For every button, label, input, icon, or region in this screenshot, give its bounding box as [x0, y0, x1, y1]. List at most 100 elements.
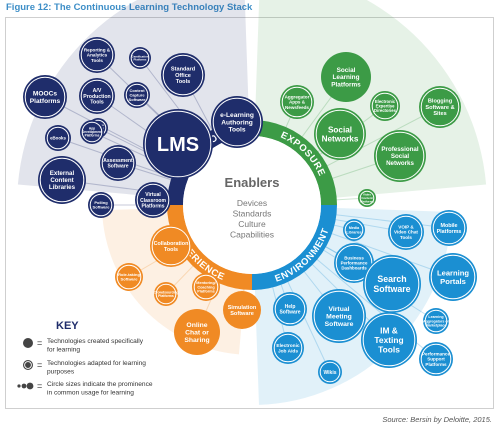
- exposure-node-video-content-platforms-ring: [359, 190, 375, 206]
- lms-node: LMS: [143, 109, 213, 179]
- environment-node-electronic-job-aids-label: Job Aids: [278, 348, 298, 354]
- environment-node-learning-portals-circle: [429, 253, 477, 301]
- environment-node-im-texting-tools-label: Texting: [374, 335, 403, 345]
- education-node-app-development-platforms-circle: [80, 120, 104, 144]
- education-node-gamification-platforms-ring: [130, 48, 150, 68]
- education-node-reporting-analytics-tools-ring: [80, 38, 114, 72]
- education-node-content-capture-software-label: Content: [129, 88, 145, 93]
- environment-node-electronic-job-aids-label: Electronic: [276, 343, 300, 349]
- experience-node-online-chat-or-sharing-label: Online: [186, 322, 207, 329]
- key-legend: KEY=Technologies created specificallyfor…: [17, 320, 153, 397]
- exposure-node-video-content-platforms-label: Platforms: [360, 199, 374, 203]
- key-description: in common usage for learning: [47, 390, 134, 397]
- environment-node-wikis-ring: [319, 361, 341, 383]
- environment-node-im-texting-tools-circle: [361, 312, 417, 368]
- key-description: for learning: [47, 347, 80, 354]
- experience-node-mentoring-coaching-platforms-circle: [192, 273, 220, 301]
- environment-node-help-software-label: Software: [279, 310, 300, 316]
- source-note: Source: Bersin by Deloitte, 2015.: [382, 415, 492, 424]
- education-node-app-development-platforms-label: Platforms: [85, 134, 100, 138]
- environment-node-learning-aggregators-or-marketplace-ring: [424, 309, 448, 333]
- experience-node-collaboration-tools-label: Tools: [164, 247, 178, 253]
- environment-node-virtual-meeting-software-ring: [313, 290, 365, 342]
- exposure-node-social-networks-label: Networks: [322, 134, 359, 143]
- exposure-node-social-learning-platforms-label: Platforms: [331, 81, 361, 88]
- exposure-node-blogging-software-sites-label: Software &: [425, 105, 454, 111]
- key-equals: =: [37, 360, 42, 370]
- education-node-content-capture-software-circle: [124, 82, 150, 108]
- education-node-assessment-software-label: Assessment: [103, 158, 133, 164]
- exposure-node-electronic-expertise-directories-circle: [370, 91, 400, 121]
- education-node-polling-software-label: Software: [93, 205, 111, 210]
- education-node-e-learning-authoring-tools-ring: [212, 97, 262, 147]
- ringed-circle-icon: [23, 360, 33, 370]
- education-node-external-content-libraries-label: Content: [50, 177, 73, 184]
- exposure-node-electronic-expertise-directories-ring: [371, 92, 399, 120]
- education-node-polling-software-label: Polling: [94, 200, 108, 205]
- education-node-a-v-production-tools-label: A/V: [93, 88, 102, 94]
- exposure-node-professional-social-networks-label: Professional: [381, 146, 418, 153]
- environment-node-virtual-meeting-software-label: Virtual: [328, 306, 349, 313]
- education-node-e-learning-authoring-tools-label: Authoring: [221, 119, 253, 126]
- education-node-standard-office-tools-label: Tools: [176, 79, 191, 85]
- exposure-node-professional-social-networks-label: Social: [391, 153, 410, 160]
- key-equals: =: [37, 381, 42, 391]
- environment-node-im-texting-tools-ring: [362, 313, 416, 367]
- environment-node-performance-support-platforms-label: Support: [427, 357, 445, 362]
- figure-frame: [5, 17, 494, 409]
- education-node-e-learning-authoring-tools-label: Tools: [228, 127, 245, 134]
- experience-node-mentoring-coaching-platforms-label: Mentoring/: [196, 281, 216, 285]
- environment-node-search-software-label: Search: [377, 274, 406, 284]
- experience-node-crowdsourcing-platforms-label: Platforms: [158, 294, 174, 298]
- environment-node-media-libraries-label: Media: [349, 226, 360, 230]
- key-description: Circle sizes indicate the prominence: [47, 381, 153, 388]
- environment-node-learning-aggregators-or-marketplace-label: Aggregators or: [423, 319, 450, 323]
- environment-node-help-software-ring: [274, 293, 306, 325]
- environment-ring-segment: [252, 205, 337, 290]
- environment-node-media-libraries-ring: [344, 220, 364, 240]
- experience-node-crowdsourcing-platforms-label: Crowdsourcing: [154, 290, 179, 294]
- environment-node-voip-video-chat-tools-circle: [388, 214, 424, 250]
- exposure-node-blogging-software-sites-ring: [420, 87, 460, 127]
- education-node-content-capture-software-label: Capture: [129, 92, 145, 97]
- enabler-capabilities: Capabilities: [230, 230, 274, 240]
- environment-node-media-libraries-label: Libraries: [346, 230, 361, 234]
- education-node-content-capture-software-ring: [125, 83, 149, 107]
- education-node-external-content-libraries-label: External: [50, 170, 75, 177]
- exposure-node-blogging-software-sites-label: Sites: [433, 111, 446, 117]
- enabler-culture: Culture: [238, 219, 266, 229]
- size-circles-icon: [17, 382, 34, 390]
- education-node-reporting-analytics-tools-circle: [79, 37, 115, 73]
- key-equals: =: [37, 338, 42, 348]
- education-node-external-content-libraries-circle: [38, 156, 86, 204]
- education-node-external-content-libraries-ring: [39, 157, 85, 203]
- environment-node-mobile-platforms-label: Platforms: [437, 229, 462, 235]
- experience-node-simulation-software-label: Simulation: [228, 305, 257, 311]
- environment-node-mobile-platforms-circle: [431, 210, 467, 246]
- education-node-content-capture-software-label: Software: [129, 97, 147, 102]
- education-node-a-v-production-tools-label: Tools: [90, 100, 104, 106]
- education-node-virtual-classroom-platforms-circle: [135, 182, 171, 218]
- filled-circle-icon: [23, 338, 33, 348]
- key-description: purposes: [47, 369, 75, 376]
- experience-node-mentoring-coaching-platforms-label: Platforms: [197, 290, 215, 294]
- education-node-gamification-platforms-label: Gamification: [132, 54, 149, 58]
- experience-node-online-chat-or-sharing-label: Sharing: [184, 337, 209, 344]
- education-node-app-development-platforms-label: App: [89, 127, 95, 131]
- experience-node-role-taking-software-ring: [116, 264, 142, 290]
